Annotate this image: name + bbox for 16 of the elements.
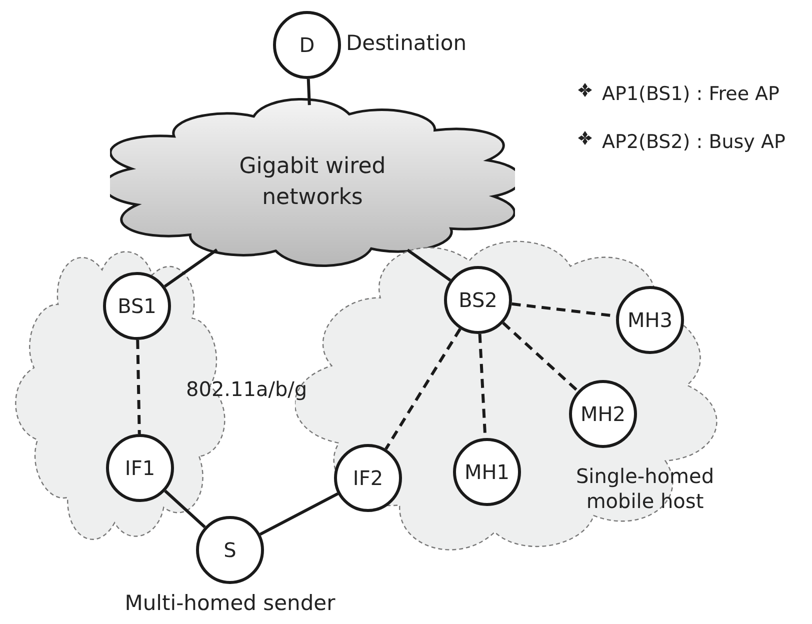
- annotation-text: 802.11a/b/g: [186, 376, 308, 403]
- dashed-link: [136, 340, 141, 434]
- node-caption: Destination: [346, 30, 467, 57]
- note-text: AP2(BS2) : Busy AP: [602, 130, 786, 155]
- link-line: [164, 248, 218, 288]
- cloud-label: Gigabit wired networks: [238, 152, 387, 212]
- node-caption: Multi-homed sender: [124, 590, 336, 617]
- dashed-link: [502, 322, 579, 392]
- link-line: [164, 490, 206, 528]
- network-cloud: [110, 95, 515, 270]
- link-line: [259, 492, 339, 536]
- link-line: [406, 248, 452, 282]
- note-text: AP1(BS1) : Free AP: [602, 82, 780, 107]
- dashed-link: [512, 302, 616, 318]
- dashed-link: [384, 328, 462, 450]
- annotation-text: Single-homed mobile host: [574, 464, 716, 514]
